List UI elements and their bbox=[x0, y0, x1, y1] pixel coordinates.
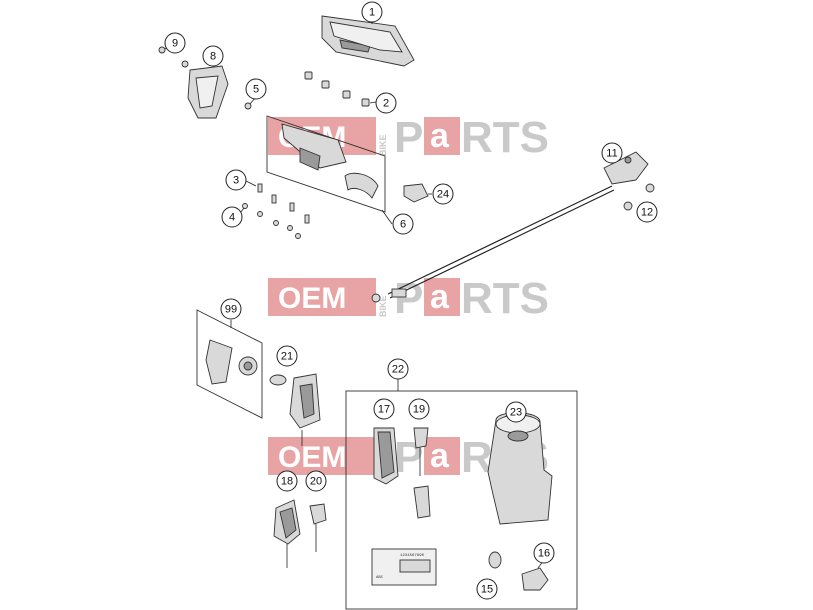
callout-number: 18 bbox=[281, 476, 293, 488]
callout-18: 18 bbox=[276, 470, 298, 492]
watermark-a-text: a bbox=[430, 117, 450, 155]
callout-circle bbox=[392, 213, 414, 235]
svg-text:ABC: ABC bbox=[376, 576, 384, 580]
callout-16: 16 bbox=[533, 542, 555, 564]
callout-3: 3 bbox=[225, 169, 247, 191]
callout-number: 15 bbox=[481, 584, 493, 596]
callout-8: 8 bbox=[202, 45, 224, 67]
callout-circle bbox=[601, 142, 623, 164]
callout-6: 6 bbox=[392, 213, 414, 235]
watermark-top: OEM BIKE P a RTS bbox=[268, 113, 549, 162]
callout-circle bbox=[408, 398, 430, 420]
callout-number: 24 bbox=[437, 189, 449, 201]
kit-99-part bbox=[196, 309, 263, 419]
keys-18-20-part bbox=[273, 499, 327, 568]
callout-circle bbox=[387, 358, 409, 380]
callout-number: 20 bbox=[310, 476, 322, 488]
callout-number: 8 bbox=[210, 51, 216, 63]
callout-number: 21 bbox=[281, 351, 293, 363]
callout-99: 99 bbox=[220, 298, 242, 320]
callout-2: 2 bbox=[375, 92, 397, 114]
callout-circle bbox=[375, 92, 397, 114]
watermark-oem-text: OEM bbox=[278, 441, 346, 474]
connector-24-part bbox=[403, 183, 432, 203]
callout-number: 1 bbox=[369, 7, 375, 19]
svg-text:1234567890: 1234567890 bbox=[400, 554, 425, 558]
callout-number: 6 bbox=[400, 219, 406, 231]
callout-circle bbox=[533, 542, 555, 564]
callout-4: 4 bbox=[221, 206, 243, 228]
clips-part bbox=[304, 71, 377, 107]
watermark-a-text: a bbox=[430, 278, 450, 316]
watermark-middle: OEM BIKE P a RTS bbox=[268, 274, 549, 323]
callout-21: 21 bbox=[276, 345, 298, 367]
callout-number: 12 bbox=[641, 207, 653, 219]
watermark-p-text: P bbox=[394, 274, 423, 323]
callout-11: 11 bbox=[601, 142, 623, 164]
callout-circle bbox=[361, 1, 383, 23]
callout-circle bbox=[305, 470, 327, 492]
watermark-a-text: a bbox=[430, 437, 450, 475]
callout-circle bbox=[505, 401, 527, 423]
watermark-rts-text: RTS bbox=[461, 274, 549, 323]
callout-number: 5 bbox=[253, 84, 259, 96]
watermark-oem-text: OEM bbox=[278, 282, 346, 315]
watermark-bike-text: BIKE bbox=[378, 134, 388, 156]
callout-number: 11 bbox=[606, 148, 617, 160]
callout-circle bbox=[245, 78, 267, 100]
callout-number: 99 bbox=[225, 304, 237, 316]
callout-17: 17 bbox=[373, 398, 395, 420]
callout-circle bbox=[276, 345, 298, 367]
callout-number: 23 bbox=[510, 407, 522, 419]
callout-number: 19 bbox=[413, 404, 425, 416]
callout-number: 9 bbox=[172, 38, 178, 50]
callout-22: 22 bbox=[387, 358, 409, 380]
callout-12: 12 bbox=[636, 201, 658, 223]
callout-24: 24 bbox=[432, 183, 454, 205]
callout-5: 5 bbox=[245, 78, 267, 100]
key-fob-21-part bbox=[269, 373, 321, 446]
callout-19: 19 bbox=[408, 398, 430, 420]
callout-1: 1 bbox=[361, 1, 383, 23]
callout-number: 2 bbox=[383, 98, 389, 110]
callout-circle bbox=[220, 298, 242, 320]
callout-circle bbox=[202, 45, 224, 67]
callout-circle bbox=[432, 183, 454, 205]
callout-circle bbox=[276, 470, 298, 492]
callout-number: 16 bbox=[538, 548, 550, 560]
watermark-p-text: P bbox=[394, 113, 423, 162]
callout-circle bbox=[636, 201, 658, 223]
callout-23: 23 bbox=[505, 401, 527, 423]
callout-number: 17 bbox=[378, 404, 390, 416]
switch-assembly-part bbox=[244, 96, 393, 225]
callout-number: 22 bbox=[392, 364, 404, 376]
callout-20: 20 bbox=[305, 470, 327, 492]
callout-circle bbox=[164, 32, 186, 54]
callout-circle bbox=[476, 578, 498, 600]
watermark-rts-text: RTS bbox=[461, 113, 549, 162]
kit-22-part: 1234567890 ABC bbox=[345, 376, 578, 610]
callout-circle bbox=[373, 398, 395, 420]
callout-9: 9 bbox=[164, 32, 186, 54]
watermark-bike-text: BIKE bbox=[378, 295, 388, 317]
callout-number: 3 bbox=[233, 175, 239, 187]
callout-number: 4 bbox=[229, 212, 235, 224]
callout-circle bbox=[221, 206, 243, 228]
callout-circle bbox=[225, 169, 247, 191]
cable-assembly-part bbox=[371, 151, 655, 303]
screws-part bbox=[239, 179, 310, 239]
bracket-part bbox=[158, 45, 229, 119]
dashboard-part bbox=[321, 15, 415, 67]
callout-15: 15 bbox=[476, 578, 498, 600]
